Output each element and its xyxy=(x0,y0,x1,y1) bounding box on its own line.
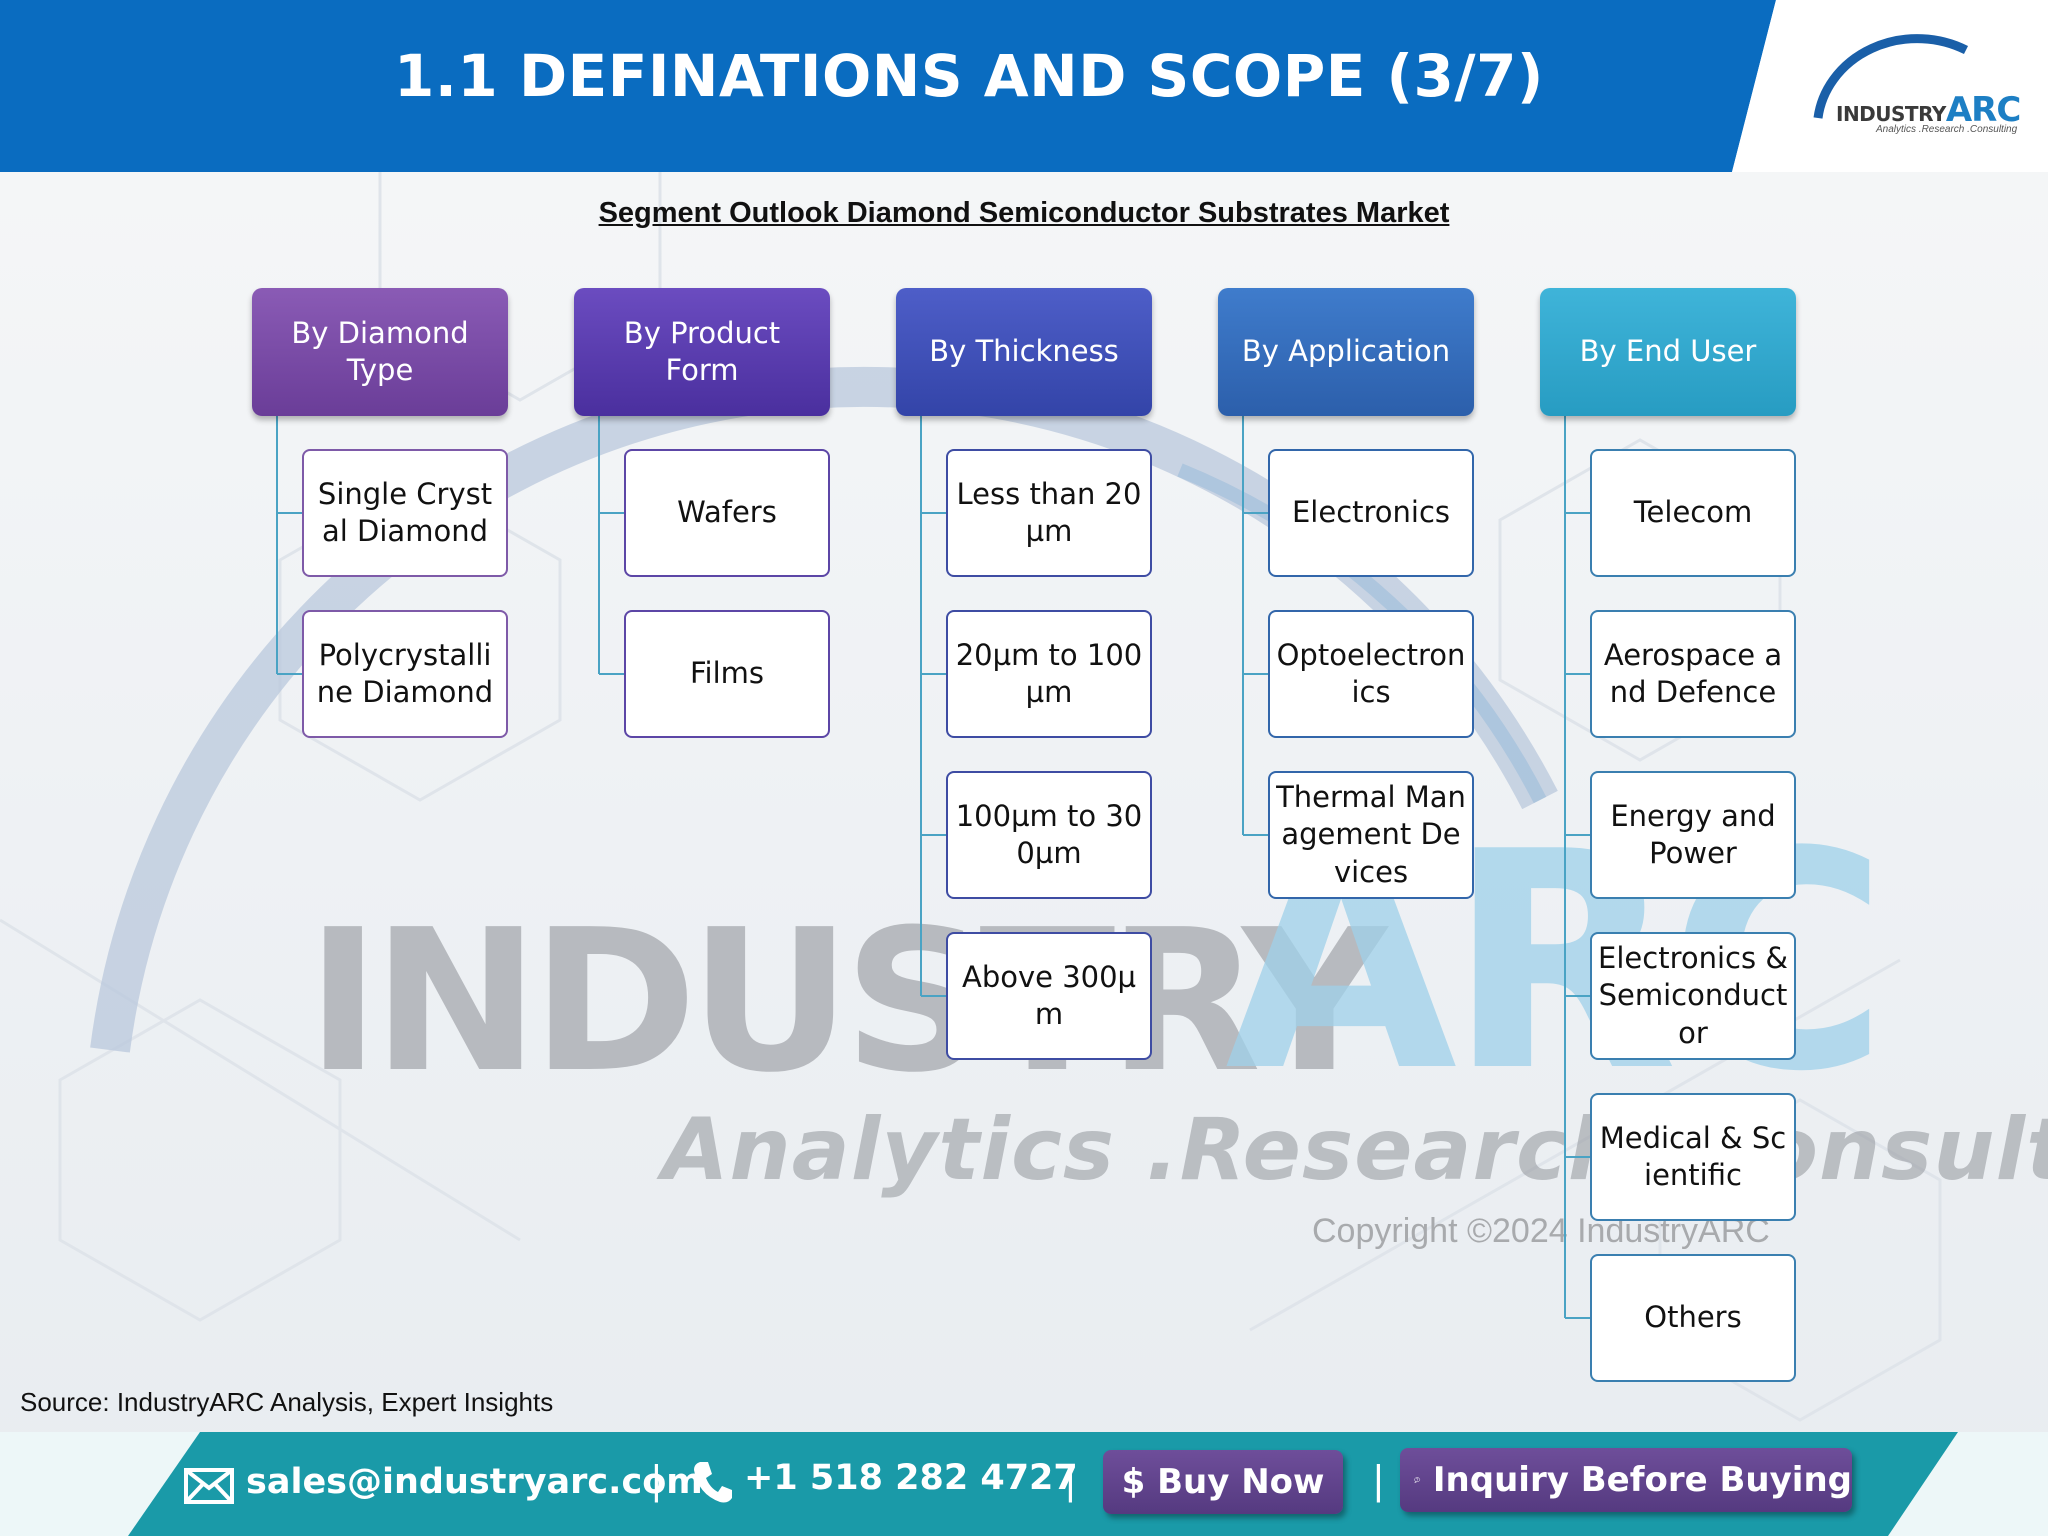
segment-item-energy-power: Energy and Power xyxy=(1590,771,1796,899)
segment-item-aerospace-defence: Aerospace and Defence xyxy=(1590,610,1796,738)
segment-header-thickness: By Thickness xyxy=(896,288,1152,416)
logo-arc-icon xyxy=(1813,34,1969,119)
logo-tagline: Analytics .Research .Consulting xyxy=(1876,124,2018,135)
logo-industry-text: INDUSTRY xyxy=(1836,102,1946,126)
chat-question-icon xyxy=(1414,1477,1421,1484)
watermark-industry: INDUSTRY xyxy=(306,888,1387,1116)
footer-bar: sales@industryarc.com | +1 518 282 4727 … xyxy=(0,1432,2048,1536)
segment-header-diamond-type: By Diamond Type xyxy=(252,288,508,416)
segment-header-application: By Application xyxy=(1218,288,1474,416)
segment-item-polycrystalline: Polycrystalline Diamond xyxy=(302,610,508,738)
segment-item-electronics: Electronics xyxy=(1268,449,1474,577)
segment-item-thermal-management: Thermal Management Devices xyxy=(1268,771,1474,899)
footer-separator: | xyxy=(1372,1458,1385,1502)
diagram-subtitle: Segment Outlook Diamond Semiconductor Su… xyxy=(598,197,1450,229)
footer-separator: | xyxy=(650,1458,663,1502)
inquiry-before-buying-button[interactable]: Inquiry Before Buying xyxy=(1400,1448,1852,1512)
logo-arc-text: ARC xyxy=(1945,90,2021,130)
segment-item-others: Others xyxy=(1590,1254,1796,1382)
mail-icon xyxy=(184,1468,234,1504)
segment-item-20-100um: 20µm to 100µm xyxy=(946,610,1152,738)
buy-now-button[interactable]: $ Buy Now xyxy=(1103,1450,1343,1514)
segment-item-electronics-semiconductor: Electronics & Semiconductor xyxy=(1590,932,1796,1060)
segment-item-films: Films xyxy=(624,610,830,738)
segment-item-above-300um: Above 300µm xyxy=(946,932,1152,1060)
segment-item-medical-scientific: Medical & Scientific xyxy=(1590,1093,1796,1221)
page-title: 1.1 DEFINATIONS AND SCOPE (3/7) xyxy=(394,42,1544,110)
header-band xyxy=(0,0,2048,172)
segment-item-single-crystal: Single Crystal Diamond xyxy=(302,449,508,577)
segment-item-wafers: Wafers xyxy=(624,449,830,577)
segment-header-end-user: By End User xyxy=(1540,288,1796,416)
phone-link[interactable]: +1 518 282 4727 xyxy=(744,1458,1078,1498)
industryarc-logo: INDUSTRYARC Analytics .Research .Consult… xyxy=(1806,30,2028,140)
source-note: Source: IndustryARC Analysis, Expert Ins… xyxy=(20,1387,554,1417)
email-link[interactable]: sales@industryarc.com xyxy=(246,1462,703,1502)
segment-item-less-than-20um: Less than 20µm xyxy=(946,449,1152,577)
segment-item-100-300um: 100µm to 300µm xyxy=(946,771,1152,899)
footer-separator: | xyxy=(1064,1458,1077,1502)
buy-now-label: $ Buy Now xyxy=(1121,1462,1325,1502)
inquiry-label: Inquiry Before Buying xyxy=(1432,1460,1852,1500)
segment-item-telecom: Telecom xyxy=(1590,449,1796,577)
segment-item-optoelectronics: Optoelectronics xyxy=(1268,610,1474,738)
segment-header-product-form: By Product Form xyxy=(574,288,830,416)
watermark-tagline: Analytics .Research .Consulting xyxy=(662,1100,2048,1200)
phone-icon xyxy=(694,1462,732,1503)
